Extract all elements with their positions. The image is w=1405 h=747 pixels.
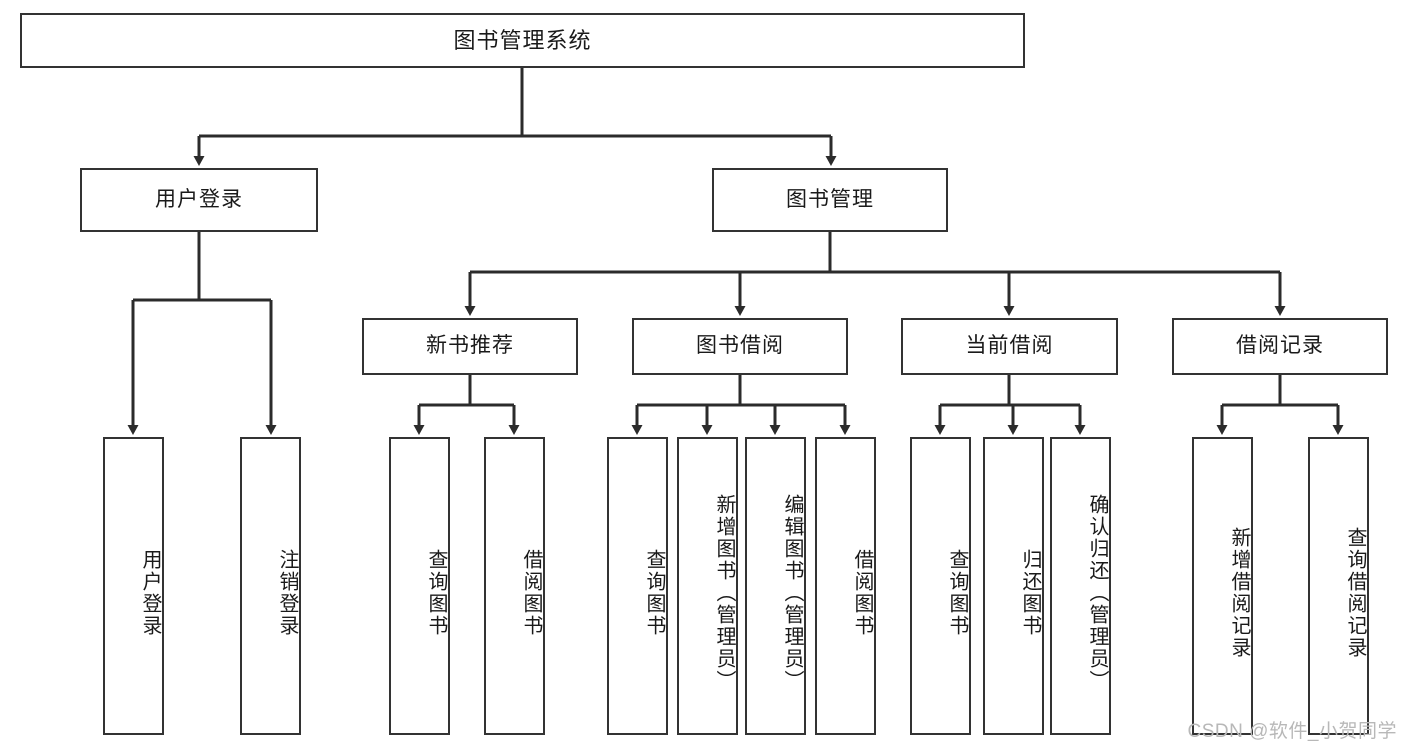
node-user-login[interactable]: 用户登录 xyxy=(80,168,318,232)
leaf-return-book[interactable]: 归还图书 xyxy=(983,437,1044,735)
leaf-borrow-book-label: 借阅图书 xyxy=(851,549,873,637)
node-book-manage-label: 图书管理 xyxy=(786,187,874,211)
leaf-user-login-label: 用户登录 xyxy=(139,549,161,637)
leaf-borrow-book[interactable]: 借阅图书 xyxy=(815,437,876,735)
leaf-add-book-admin-label: 新增图书（管理员） xyxy=(713,494,735,692)
leaf-query-book-current[interactable]: 查询图书 xyxy=(910,437,971,735)
leaf-confirm-return-admin[interactable]: 确认归还（管理员） xyxy=(1050,437,1111,735)
leaf-borrow-book-recommend-label: 借阅图书 xyxy=(520,549,542,637)
leaf-user-login[interactable]: 用户登录 xyxy=(103,437,164,735)
leaf-query-borrow-record[interactable]: 查询借阅记录 xyxy=(1308,437,1369,735)
node-user-login-label: 用户登录 xyxy=(155,187,243,211)
leaf-edit-book-admin-label: 编辑图书（管理员） xyxy=(781,494,803,692)
leaf-add-book-admin[interactable]: 新增图书（管理员） xyxy=(677,437,738,735)
leaf-add-borrow-record[interactable]: 新增借阅记录 xyxy=(1192,437,1253,735)
leaf-query-borrow-record-label: 查询借阅记录 xyxy=(1344,527,1366,659)
leaf-query-book[interactable]: 查询图书 xyxy=(607,437,668,735)
leaf-query-book-recommend[interactable]: 查询图书 xyxy=(389,437,450,735)
node-root-label: 图书管理系统 xyxy=(453,27,592,53)
leaf-confirm-return-admin-label: 确认归还（管理员） xyxy=(1086,494,1108,692)
leaf-query-book-current-label: 查询图书 xyxy=(946,549,968,637)
node-book-borrow[interactable]: 图书借阅 xyxy=(632,318,848,375)
node-root[interactable]: 图书管理系统 xyxy=(20,13,1025,68)
leaf-add-borrow-record-label: 新增借阅记录 xyxy=(1228,527,1250,659)
node-borrow-record-label: 借阅记录 xyxy=(1236,334,1324,358)
node-new-book-recommend[interactable]: 新书推荐 xyxy=(362,318,578,375)
node-current-borrow[interactable]: 当前借阅 xyxy=(901,318,1118,375)
node-book-borrow-label: 图书借阅 xyxy=(696,334,784,358)
leaf-logout[interactable]: 注销登录 xyxy=(240,437,301,735)
leaf-return-book-label: 归还图书 xyxy=(1019,549,1041,637)
leaf-borrow-book-recommend[interactable]: 借阅图书 xyxy=(484,437,545,735)
leaf-query-book-recommend-label: 查询图书 xyxy=(425,549,447,637)
watermark: CSDN @软件_小贺同学 xyxy=(1187,721,1397,742)
leaf-query-book-label: 查询图书 xyxy=(643,549,665,637)
node-book-manage[interactable]: 图书管理 xyxy=(712,168,948,232)
node-new-book-recommend-label: 新书推荐 xyxy=(426,334,514,358)
leaf-logout-label: 注销登录 xyxy=(276,549,298,637)
leaf-edit-book-admin[interactable]: 编辑图书（管理员） xyxy=(745,437,806,735)
node-current-borrow-label: 当前借阅 xyxy=(965,334,1054,358)
node-borrow-record[interactable]: 借阅记录 xyxy=(1172,318,1388,375)
